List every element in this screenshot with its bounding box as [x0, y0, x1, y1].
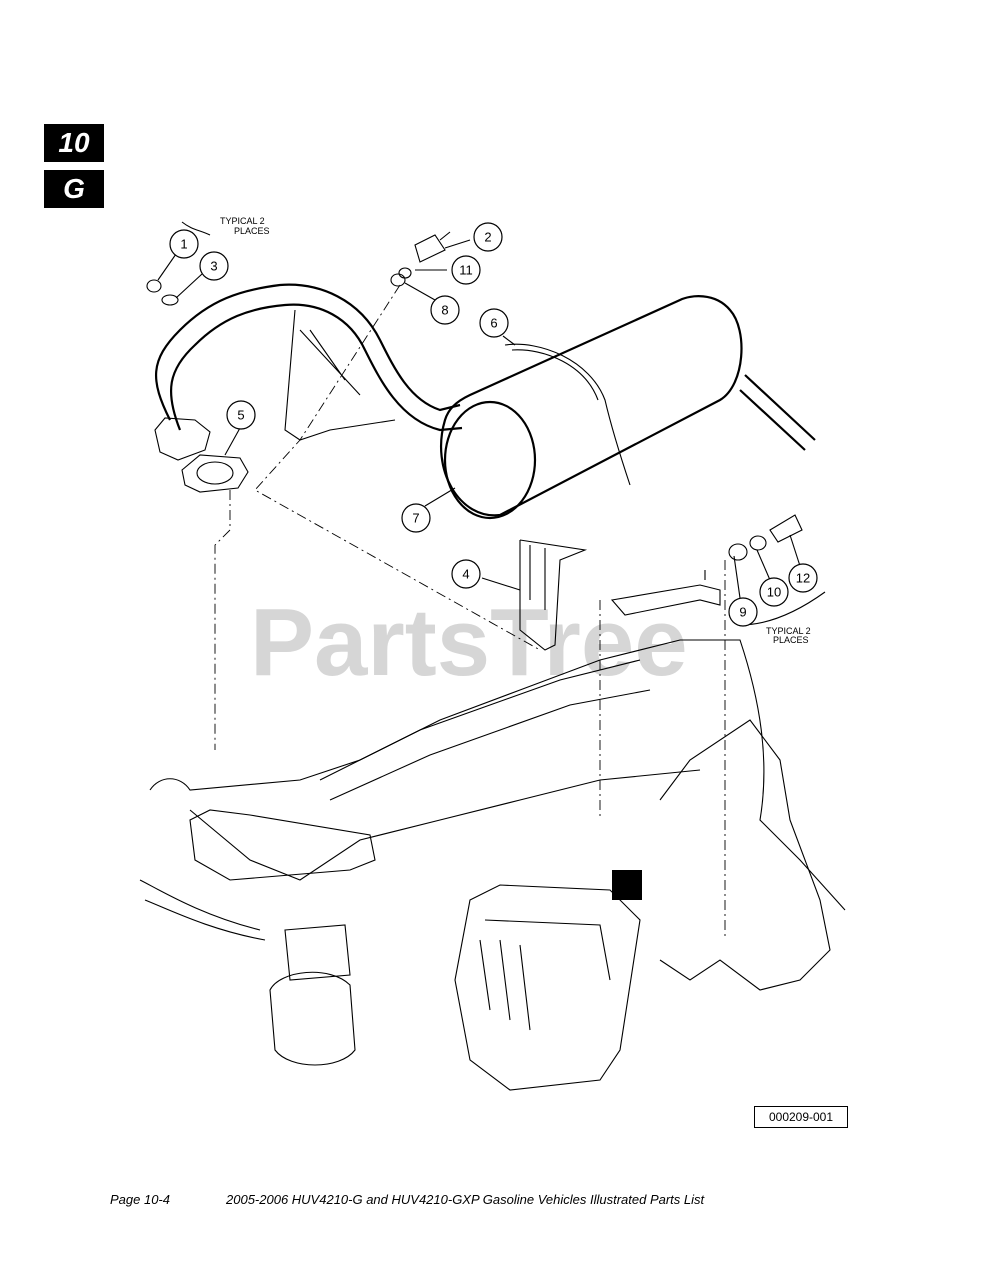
section-tab: 10 [44, 124, 104, 162]
footer-page-number: Page 10-4 [110, 1192, 170, 1207]
callout-5: 5 [226, 400, 256, 430]
svg-text:9: 9 [739, 605, 746, 620]
pipe-flange [154, 417, 211, 461]
callout-10: 10 [759, 577, 789, 607]
intake [189, 809, 376, 881]
muffler-body [440, 295, 743, 517]
alignment-line [254, 284, 541, 651]
engine-frame [149, 639, 846, 911]
muffler-end [443, 400, 537, 520]
exhaust-pipe [154, 283, 461, 421]
muffler-strap [504, 343, 631, 486]
note-typical-top-1: TYPICAL 2 [220, 216, 265, 226]
muffler-tailpipe [739, 374, 816, 451]
section-letter-tab: G [44, 170, 104, 208]
svg-text:2: 2 [484, 230, 491, 245]
callout-11: 11 [451, 255, 481, 285]
note-typical-bottom-2: PLACES [773, 635, 809, 645]
svg-text:8: 8 [441, 303, 448, 318]
leader-lines [157, 239, 801, 599]
shift-lever [610, 570, 721, 616]
frame-rail [319, 659, 651, 801]
callout-12: 12 [788, 563, 818, 593]
svg-text:7: 7 [412, 511, 419, 526]
svg-text:3: 3 [210, 259, 217, 274]
callout-6: 6 [479, 308, 509, 338]
footer-document-title: 2005-2006 HUV4210-G and HUV4210-GXP Gaso… [226, 1192, 705, 1207]
air-filter-housing [269, 924, 356, 1066]
gasket [181, 454, 249, 493]
callout-3: 3 [199, 251, 229, 281]
watermark: PartsTree [250, 589, 688, 696]
washer-right [749, 535, 767, 551]
bolt-right [769, 514, 803, 543]
callout-7: 7 [401, 503, 431, 533]
figure-id: 000209-001 [754, 1106, 848, 1128]
svg-text:10: 10 [767, 585, 781, 600]
note-typical-bottom-1: TYPICAL 2 [766, 626, 811, 636]
exhaust-pipe-inner [169, 303, 463, 432]
washer-right [728, 543, 748, 561]
bracket-top [181, 221, 211, 236]
muffler-bracket [519, 539, 588, 651]
note-typical-top-2: PLACES [234, 226, 270, 236]
lockwasher [161, 294, 179, 306]
svg-text:6: 6 [490, 316, 497, 331]
callout-9: 9 [728, 597, 758, 627]
svg-text:1: 1 [180, 237, 187, 252]
nut [146, 279, 162, 293]
engine-block [454, 884, 641, 1091]
mount-block [612, 870, 642, 900]
callout-2: 2 [473, 222, 503, 252]
callout-1: 1 [169, 229, 199, 259]
transaxle [659, 719, 831, 991]
svg-text:4: 4 [462, 567, 469, 582]
svg-text:5: 5 [237, 408, 244, 423]
washer [390, 273, 406, 287]
svg-text:12: 12 [796, 571, 810, 586]
callout-8: 8 [430, 295, 460, 325]
bolt [414, 231, 451, 263]
hose [139, 879, 266, 941]
gasket-hole [196, 461, 234, 485]
callout-4: 4 [451, 559, 481, 589]
svg-text:11: 11 [459, 263, 473, 278]
alignment-line [214, 490, 231, 750]
